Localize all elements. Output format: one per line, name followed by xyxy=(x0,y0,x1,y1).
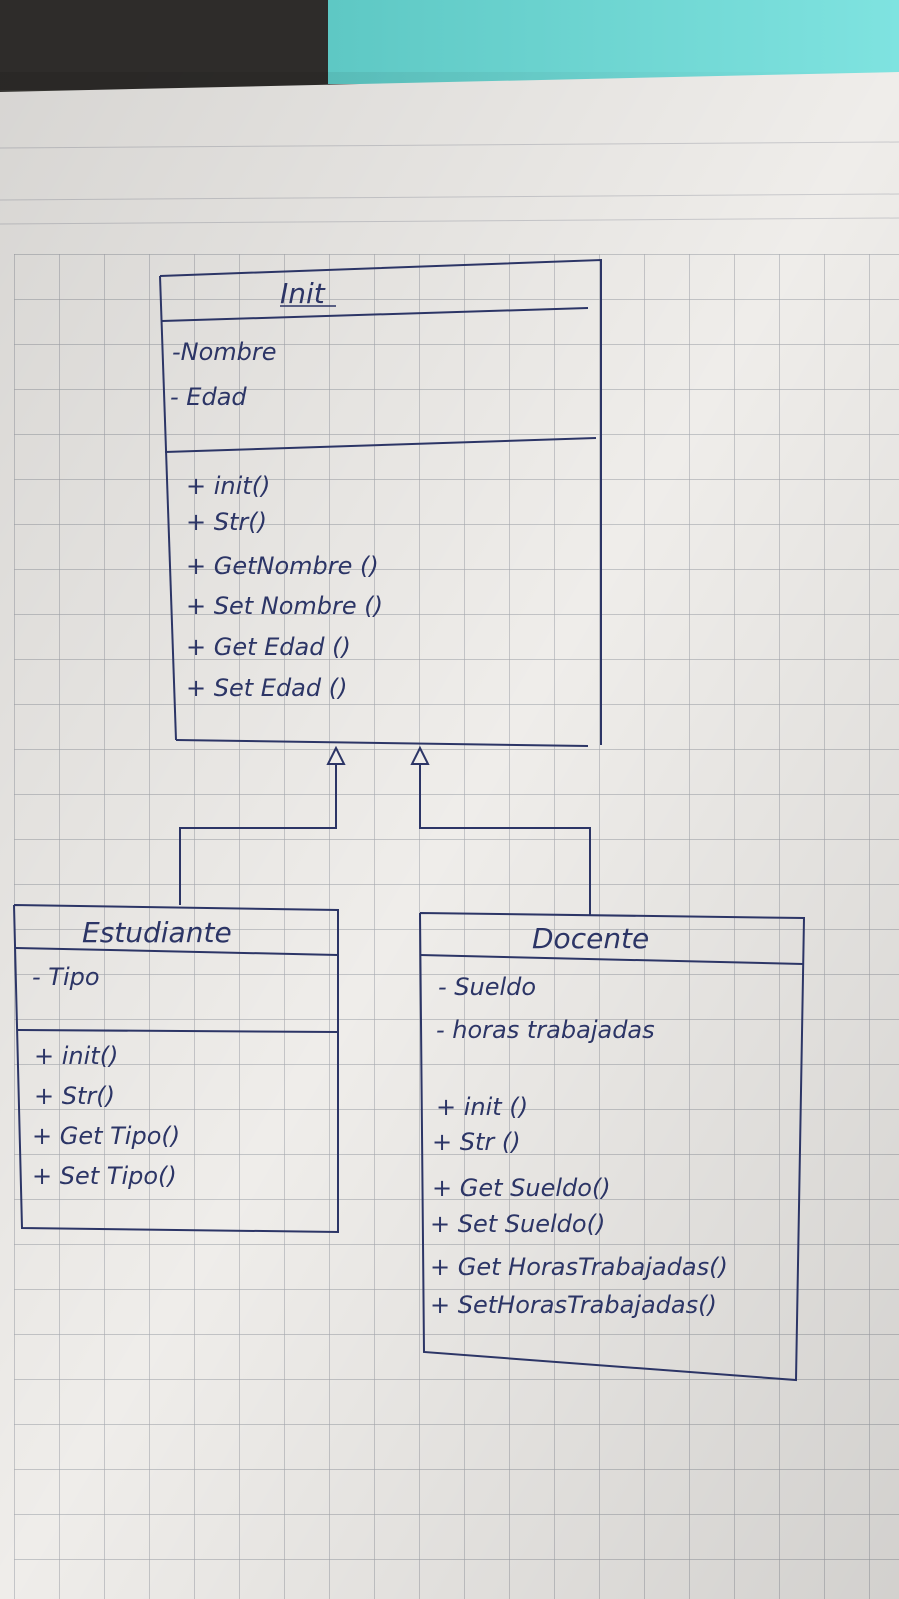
inheritance-docente xyxy=(410,745,591,915)
estudiante-box xyxy=(13,904,339,1234)
estudiante-class-name: Estudiante xyxy=(82,916,232,949)
lighting-shade xyxy=(0,72,899,1599)
init-method-str: + Str() xyxy=(186,508,267,536)
docente-attr-sueldo: - Sueldo xyxy=(438,973,536,1001)
docente-method-sethoras: + SetHorasTrabajadas() xyxy=(430,1291,717,1319)
inheritance-arrowhead-icon xyxy=(326,745,346,765)
init-attr-edad: - Edad xyxy=(170,383,247,411)
class-estudiante xyxy=(13,904,339,1234)
docente-class-name: Docente xyxy=(532,922,649,955)
init-method-init: + init() xyxy=(186,472,270,500)
docente-method-gethoras: + Get HorasTrabajadas() xyxy=(430,1253,728,1281)
docente-box xyxy=(419,912,806,1382)
init-box-bottom xyxy=(175,739,589,747)
class-docente xyxy=(419,912,806,1382)
monitor-screen xyxy=(328,0,899,84)
init-title-divider xyxy=(161,307,589,322)
docente-method-init: + init () xyxy=(436,1093,528,1121)
init-method-setedad: + Set Edad () xyxy=(186,674,347,702)
estudiante-method-gettipo: + Get Tipo() xyxy=(32,1122,180,1150)
class-init xyxy=(159,258,602,747)
estudiante-attr-divider xyxy=(17,1029,339,1033)
estudiante-method-init: + init() xyxy=(34,1042,118,1070)
estudiante-method-settipo: + Set Tipo() xyxy=(32,1162,177,1190)
init-method-getedad: + Get Edad () xyxy=(186,633,351,661)
estudiante-attr-tipo: - Tipo xyxy=(32,963,100,991)
init-attr-divider xyxy=(164,437,597,453)
docente-attr-horas: - horas trabajadas xyxy=(436,1016,655,1044)
docente-method-getsueldo: + Get Sueldo() xyxy=(432,1174,611,1202)
estudiante-title-divider xyxy=(15,947,339,956)
inheritance-estudiante xyxy=(179,745,346,905)
init-box-left xyxy=(159,275,177,741)
init-class-name: Init xyxy=(280,277,326,310)
init-method-setnombre: + Set Nombre () xyxy=(186,592,383,620)
docente-method-setsueldo: + Set Sueldo() xyxy=(430,1210,605,1238)
init-attr-nombre: -Nombre xyxy=(172,338,277,366)
inheritance-arrowhead-icon xyxy=(410,745,430,765)
docente-method-str: + Str () xyxy=(432,1128,521,1156)
docente-title-divider xyxy=(419,954,804,965)
estudiante-method-str: + Str() xyxy=(34,1082,115,1110)
init-box-top-right xyxy=(159,258,602,745)
init-method-getnombre: + GetNombre () xyxy=(186,552,379,580)
notebook-page xyxy=(0,72,899,1599)
